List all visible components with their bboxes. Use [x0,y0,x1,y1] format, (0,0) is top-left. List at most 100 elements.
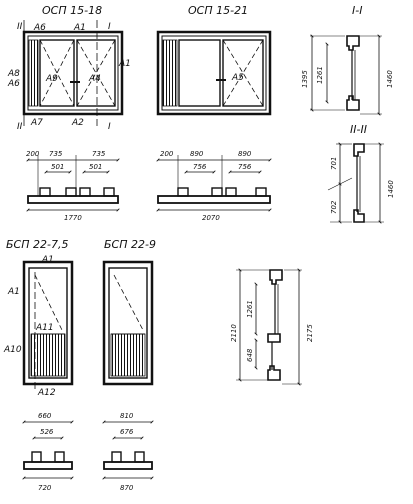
label-a1-top: А1 [73,23,86,33]
leaf-profile [111,451,122,463]
label-a7: А7 [30,118,43,128]
open-line-1 [39,39,75,107]
sash-left [39,39,75,107]
label-a6-top: А6 [33,23,46,33]
profile-top [346,35,360,51]
open-line-2 [222,39,264,107]
label-a2: А2 [71,118,84,128]
dim-648-text: 648 [246,348,254,362]
open-line-1 [222,39,264,107]
profile-top [353,143,365,157]
dim-2110-text: 2110 [230,324,238,342]
dim-756-a: 756 [193,163,207,171]
label-a9: А9 [45,74,58,84]
dim-735-a: 735 [49,150,63,158]
open-line [113,274,144,331]
dim-702-text: 702 [330,200,338,214]
title-section-1: I-I [352,4,362,17]
dim-810: 810 [120,412,134,420]
inner-frame [27,35,119,111]
sash-profile [103,187,115,197]
sash-profile [177,187,189,197]
dim-1395-text: 1395 [301,70,309,88]
sash-profile [255,187,267,197]
roman-1-bottom: I [108,122,111,132]
door-leaf [28,267,68,379]
label-a1-top: А1 [41,255,54,265]
dim-890-b: 890 [238,150,252,158]
roman-1-top: I [108,22,111,32]
title-bsp-22-7-5: БСП 22-7,5 [6,238,68,251]
section-1-1: I-I 1395 1261 1460 [301,4,394,116]
dim-756-b: 756 [238,163,252,171]
dim-526: 526 [40,428,54,436]
dim-720: 720 [38,484,52,492]
dim-676: 676 [120,428,134,436]
section-2-2: II-II 701 702 1460 [327,123,395,224]
hatched-panel [110,333,146,377]
inner-frame [161,35,267,111]
sash-profile [211,187,223,197]
outer-frame [22,30,124,116]
outer-frame [156,30,272,116]
title-osp-15-18: ОСП 15-18 [42,4,102,17]
leaf-profile [134,451,145,463]
door-section: 2110 1261 648 2175 [230,268,314,386]
dim-501-b: 501 [89,163,102,171]
label-a1-right: А1 [118,59,131,69]
dim-701-text: 701 [330,157,338,170]
open-line-4 [76,39,116,107]
dim-2175-text: 2175 [306,324,314,342]
door-bsp-22-7-5: БСП 22-7,5 А1 А1 А11 А10 А12 [3,238,74,398]
sash-profile [79,187,91,197]
door-leaf [108,267,148,379]
open-line [34,274,63,331]
dim-1261-text: 1261 [316,66,324,84]
dim-200: 200 [160,150,174,158]
vent-grille [28,39,39,107]
profile-bottom [267,365,281,381]
profile-middle [267,333,281,343]
title-osp-15-21: ОСП 15-21 [188,4,248,17]
dim-1460-text: 1460 [387,180,395,198]
dim-2070: 2070 [202,214,220,222]
frame-plan [157,195,271,204]
roman-2-bottom: II [17,122,23,132]
hatched-panel [30,333,66,377]
roman-2-top: II [17,22,23,32]
window-osp-15-18: ОСП 15-18 II I II I А6 А1 А1 А8 А6 А9 А4… [7,4,131,132]
open-line-3 [76,39,116,107]
label-a5: А5 [231,73,244,83]
sash-left [178,39,221,107]
profile-top [269,269,283,285]
window-osp-15-21: ОСП 15-21 А5 [156,4,272,116]
open-line-2 [39,39,75,107]
outer-frame [102,260,154,386]
leader [327,177,353,191]
label-a11: А11 [35,323,54,333]
vent-grille [162,39,178,107]
plan-osp-15-21: 200 890 890 756 756 2070 [156,150,272,222]
plan-bsp-22-9: 810 676 870 [102,412,154,492]
label-a4: А4 [88,74,101,84]
label-a8: А8 [7,69,20,79]
plan-osp-15-18: 200 735 735 501 501 1770 [26,150,120,222]
dim-1460-text: 1460 [386,70,394,88]
sash-right [76,39,116,107]
sash-profile [65,187,77,197]
frame-plan [23,461,73,470]
leaf-profile [31,451,42,463]
frame-plan [103,461,153,470]
frame-plan [27,195,119,204]
title-bsp-22-9: БСП 22-9 [104,238,156,251]
label-a12: А12 [37,388,56,398]
sash-profile [39,187,51,197]
plan-bsp-22-7-5: 660 526 720 [22,412,74,492]
dim-200: 200 [26,150,40,158]
dim-660: 660 [38,412,52,420]
label-a6-left: А6 [7,79,20,89]
door-bsp-22-9: БСП 22-9 [102,238,156,386]
profile-bottom [346,95,360,111]
dim-890-a: 890 [190,150,204,158]
